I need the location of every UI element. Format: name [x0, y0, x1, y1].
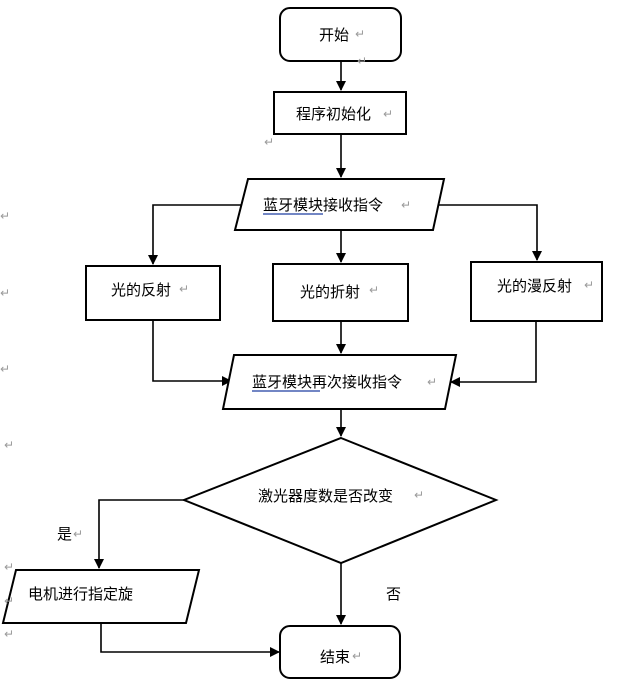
- node-decision: 激光器度数是否改变: [181, 436, 499, 565]
- receive-again-io-parallelogram: [221, 354, 458, 410]
- edge-receive-reflection: [148, 204, 242, 265]
- edge-receive-diffuse: [437, 204, 542, 261]
- return-mark-icon: ↵: [383, 107, 393, 121]
- return-mark-icon: ↵: [427, 375, 437, 389]
- diffuse-label: 光的漫反射: [497, 277, 572, 295]
- edge-label-no: 否: [386, 585, 401, 603]
- start-label: 开始: [319, 26, 349, 44]
- return-mark-icon: ↵: [4, 627, 14, 641]
- return-mark-icon: ↵: [0, 209, 10, 223]
- return-mark-icon: ↵: [355, 27, 365, 41]
- edge-label-yes: 是: [57, 525, 72, 543]
- node-receive: 蓝牙模块接收指令: [233, 178, 446, 231]
- return-mark-icon: ↵: [4, 438, 14, 452]
- node-init: 程序初始化: [273, 91, 407, 135]
- diffuse-process-box: [470, 261, 603, 322]
- return-mark-icon: ↵: [73, 527, 83, 541]
- return-mark-icon: ↵: [584, 278, 594, 292]
- receive-label: 蓝牙模块接收指令: [263, 196, 383, 214]
- node-start: 开始: [279, 7, 402, 62]
- decision-label: 激光器度数是否改变: [258, 487, 393, 505]
- node-end: 结束: [279, 625, 401, 679]
- node-diffuse: 光的漫反射: [470, 261, 603, 322]
- receive-again-label: 蓝牙模块再次接收指令: [252, 373, 402, 391]
- return-mark-icon: ↵: [0, 286, 10, 300]
- init-label: 程序初始化: [296, 105, 371, 123]
- edge-diffuse-receive-again: [450, 321, 537, 387]
- reflection-label: 光的反射: [111, 281, 171, 299]
- node-refraction: 光的折射: [272, 263, 409, 322]
- motor-io-parallelogram: [1, 569, 201, 624]
- reflection-process-box: [85, 265, 221, 321]
- refraction-label: 光的折射: [300, 283, 360, 301]
- return-mark-icon: ↵: [414, 488, 424, 502]
- return-marks: ↵ ↵ ↵ ↵ ↵ ↵ ↵ ↵ ↵ ↵ ↵ ↵ ↵ ↵ ↵ ↵ ↵ ↵ ↵: [0, 27, 594, 663]
- receive-io-parallelogram: [233, 178, 446, 231]
- node-receive-again: 蓝牙模块再次接收指令: [221, 354, 458, 410]
- refraction-process-box: [272, 263, 409, 322]
- return-mark-icon: ↵: [264, 135, 274, 149]
- start-terminator: [279, 7, 402, 62]
- edge-decision-yes-motor: [94, 499, 184, 569]
- edge-motor-end: [100, 623, 280, 657]
- return-mark-icon: ↵: [357, 54, 367, 68]
- edges: [94, 61, 542, 657]
- decision-diamond: [181, 436, 499, 565]
- return-mark-icon: ↵: [401, 198, 411, 212]
- return-mark-icon: ↵: [352, 649, 362, 663]
- return-mark-icon: ↵: [4, 560, 14, 574]
- return-mark-icon: ↵: [369, 283, 379, 297]
- node-reflection: 光的反射: [85, 265, 221, 321]
- init-process-box: [273, 91, 407, 135]
- edge-reflection-receive-again: [152, 320, 232, 386]
- end-terminator: [279, 625, 401, 679]
- node-motor: 电机进行指定旋: [1, 569, 201, 624]
- end-label: 结束: [320, 648, 350, 666]
- return-mark-icon: ↵: [179, 282, 189, 296]
- motor-label: 电机进行指定旋: [28, 585, 133, 603]
- return-mark-icon: ↵: [4, 594, 14, 608]
- return-mark-icon: ↵: [0, 362, 10, 376]
